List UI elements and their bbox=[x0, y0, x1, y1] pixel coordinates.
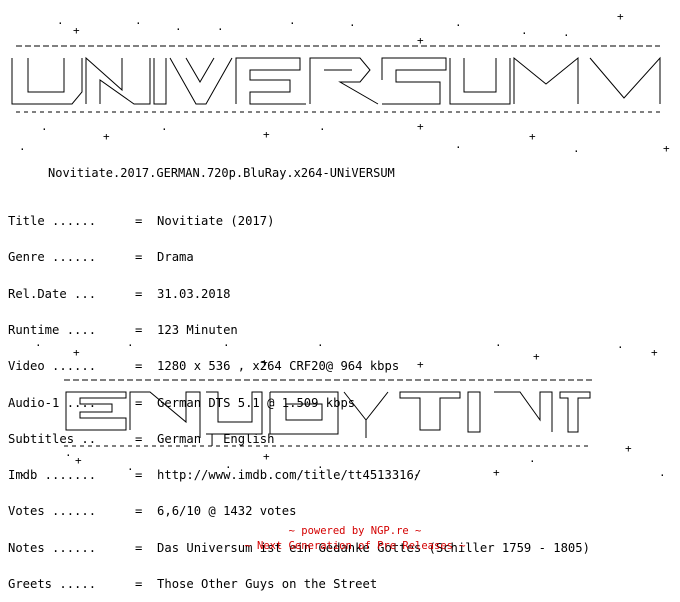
info-label: Imdb ....... bbox=[8, 468, 97, 483]
info-value-title: Novitiate (2017) bbox=[157, 214, 275, 229]
info-row-runtime: Runtime .... = 123 Minuten bbox=[8, 324, 590, 336]
svg-text:.: . bbox=[521, 24, 528, 37]
info-value-genre: Drama bbox=[157, 250, 194, 265]
svg-text:+: + bbox=[263, 450, 270, 463]
svg-text:.: . bbox=[223, 336, 230, 349]
svg-text:.: . bbox=[57, 14, 64, 27]
info-row-notes: Notes ...... = Das Universum ist ein Geda… bbox=[8, 542, 590, 554]
info-row-subtitles: Subtitles .. = German | English bbox=[8, 433, 590, 445]
svg-text:+: + bbox=[417, 34, 424, 47]
info-value-greets: Those Other Guys on the Street bbox=[157, 577, 378, 591]
info-value-votes: 6,6/10 @ 1432 votes bbox=[157, 504, 297, 519]
info-value-video: 1280 x 536 , x264 CRF20@ 964 kbps bbox=[157, 359, 400, 374]
info-row-audio: Audio-1 .... = German DTS 5.1 @ 1.509 kbp… bbox=[8, 395, 590, 410]
svg-text:+: + bbox=[263, 128, 270, 141]
svg-text:.: . bbox=[413, 466, 420, 479]
info-separator: = bbox=[135, 468, 143, 483]
svg-text:+: + bbox=[75, 454, 82, 467]
imdb-link[interactable]: http://www.imdb.com/title/tt4513316/ bbox=[157, 468, 422, 483]
svg-text:.: . bbox=[319, 120, 326, 133]
svg-text:+: + bbox=[261, 356, 268, 369]
svg-text:.: . bbox=[617, 338, 624, 351]
footer-tagline: ~ Next Generation of Pre Releases ~ bbox=[244, 540, 466, 552]
svg-text:+: + bbox=[73, 346, 80, 359]
info-label: Rel.Date ... bbox=[8, 286, 97, 301]
svg-text:.: . bbox=[175, 20, 182, 33]
ascii-art-decoration: .+. ... .+. ..+ .+. +.+ .+. +. .+. .+. +… bbox=[11, 10, 670, 479]
svg-text:.: . bbox=[659, 466, 666, 479]
svg-text:+: + bbox=[103, 130, 110, 143]
info-value-runtime: 123 Minuten bbox=[157, 323, 238, 338]
info-label: Greets ..... bbox=[8, 577, 97, 591]
info-separator: = bbox=[135, 214, 143, 229]
footer-powered-by: ~ powered by NGP.re ~ bbox=[288, 525, 422, 537]
info-row-video: Video ...... = 1280 x 536 , x264 CRF20@ 9… bbox=[8, 360, 590, 372]
info-row-votes: Votes ...... = 6,6/10 @ 1432 votes bbox=[8, 505, 590, 517]
release-name: Novitiate.2017.GERMAN.720p.BluRay.x264-U… bbox=[48, 166, 395, 180]
info-row-greets: Greets ..... = Those Other Guys on the St… bbox=[8, 578, 590, 590]
svg-text:.: . bbox=[35, 336, 42, 349]
svg-text:.: . bbox=[563, 26, 570, 39]
info-value-subtitles: German | English bbox=[157, 431, 275, 446]
svg-text:.: . bbox=[289, 14, 296, 27]
star-field: .+. ... .+. ..+ .+. +.+ .+. +. .+. .+. +… bbox=[19, 10, 670, 479]
svg-text:.: . bbox=[217, 20, 224, 33]
svg-text:+: + bbox=[493, 466, 500, 479]
svg-text:.: . bbox=[19, 140, 26, 153]
svg-text:+: + bbox=[625, 442, 632, 455]
svg-text:.: . bbox=[127, 460, 134, 473]
info-row-imdb: Imdb ....... = http://www.imdb.com/title/… bbox=[8, 469, 590, 481]
info-label: Video ...... bbox=[8, 359, 97, 374]
svg-text:.: . bbox=[317, 458, 324, 471]
svg-text:.: . bbox=[65, 446, 72, 459]
svg-text:+: + bbox=[529, 130, 536, 143]
svg-text:.: . bbox=[349, 16, 356, 29]
info-value-notes: Das Universum ist ein Gedanke Gottes (Sc… bbox=[157, 540, 590, 555]
universum-logo-art bbox=[11, 45, 661, 113]
svg-text:.: . bbox=[19, 466, 26, 479]
svg-text:.: . bbox=[317, 336, 324, 349]
svg-text:+: + bbox=[73, 24, 80, 37]
enjoy-it-art bbox=[64, 379, 592, 447]
svg-text:.: . bbox=[573, 142, 580, 155]
info-separator: = bbox=[135, 431, 143, 446]
info-separator: = bbox=[135, 250, 143, 265]
info-row-title: Title ...... = Novitiate (2017) bbox=[8, 215, 590, 227]
svg-text:.: . bbox=[495, 336, 502, 349]
svg-text:.: . bbox=[529, 452, 536, 465]
svg-text:.: . bbox=[225, 458, 232, 471]
info-row-genre: Genre ...... = Drama bbox=[8, 251, 590, 263]
svg-text:.: . bbox=[135, 14, 142, 27]
info-separator: = bbox=[135, 395, 143, 410]
info-row-reldate: Rel.Date ... = 31.03.2018 bbox=[8, 288, 590, 300]
info-value-audio: German DTS 5.1 @ 1.509 kbps bbox=[157, 395, 356, 410]
info-label: Genre ...... bbox=[8, 250, 97, 265]
info-label: Runtime .... bbox=[8, 323, 97, 338]
svg-text:+: + bbox=[533, 350, 540, 363]
info-separator: = bbox=[135, 577, 143, 591]
info-label: Title ...... bbox=[8, 214, 97, 229]
svg-text:.: . bbox=[455, 138, 462, 151]
svg-text:+: + bbox=[417, 120, 424, 133]
svg-text:+: + bbox=[417, 358, 424, 371]
svg-text:+: + bbox=[663, 142, 670, 155]
info-separator: = bbox=[135, 286, 143, 301]
svg-text:.: . bbox=[455, 16, 462, 29]
svg-text:.: . bbox=[41, 120, 48, 133]
info-separator: = bbox=[135, 323, 143, 338]
svg-text:+: + bbox=[617, 10, 624, 23]
svg-text:+: + bbox=[651, 346, 658, 359]
info-separator: = bbox=[135, 504, 143, 519]
svg-text:.: . bbox=[161, 120, 168, 133]
info-value-reldate: 31.03.2018 bbox=[157, 286, 231, 301]
info-label: Notes ...... bbox=[8, 540, 97, 555]
svg-text:.: . bbox=[127, 336, 134, 349]
info-label: Votes ...... bbox=[8, 504, 97, 519]
info-label: Audio-1 .... bbox=[8, 395, 97, 410]
info-separator: = bbox=[135, 359, 143, 374]
info-label: Subtitles .. bbox=[8, 431, 97, 446]
info-separator: = bbox=[135, 540, 143, 555]
